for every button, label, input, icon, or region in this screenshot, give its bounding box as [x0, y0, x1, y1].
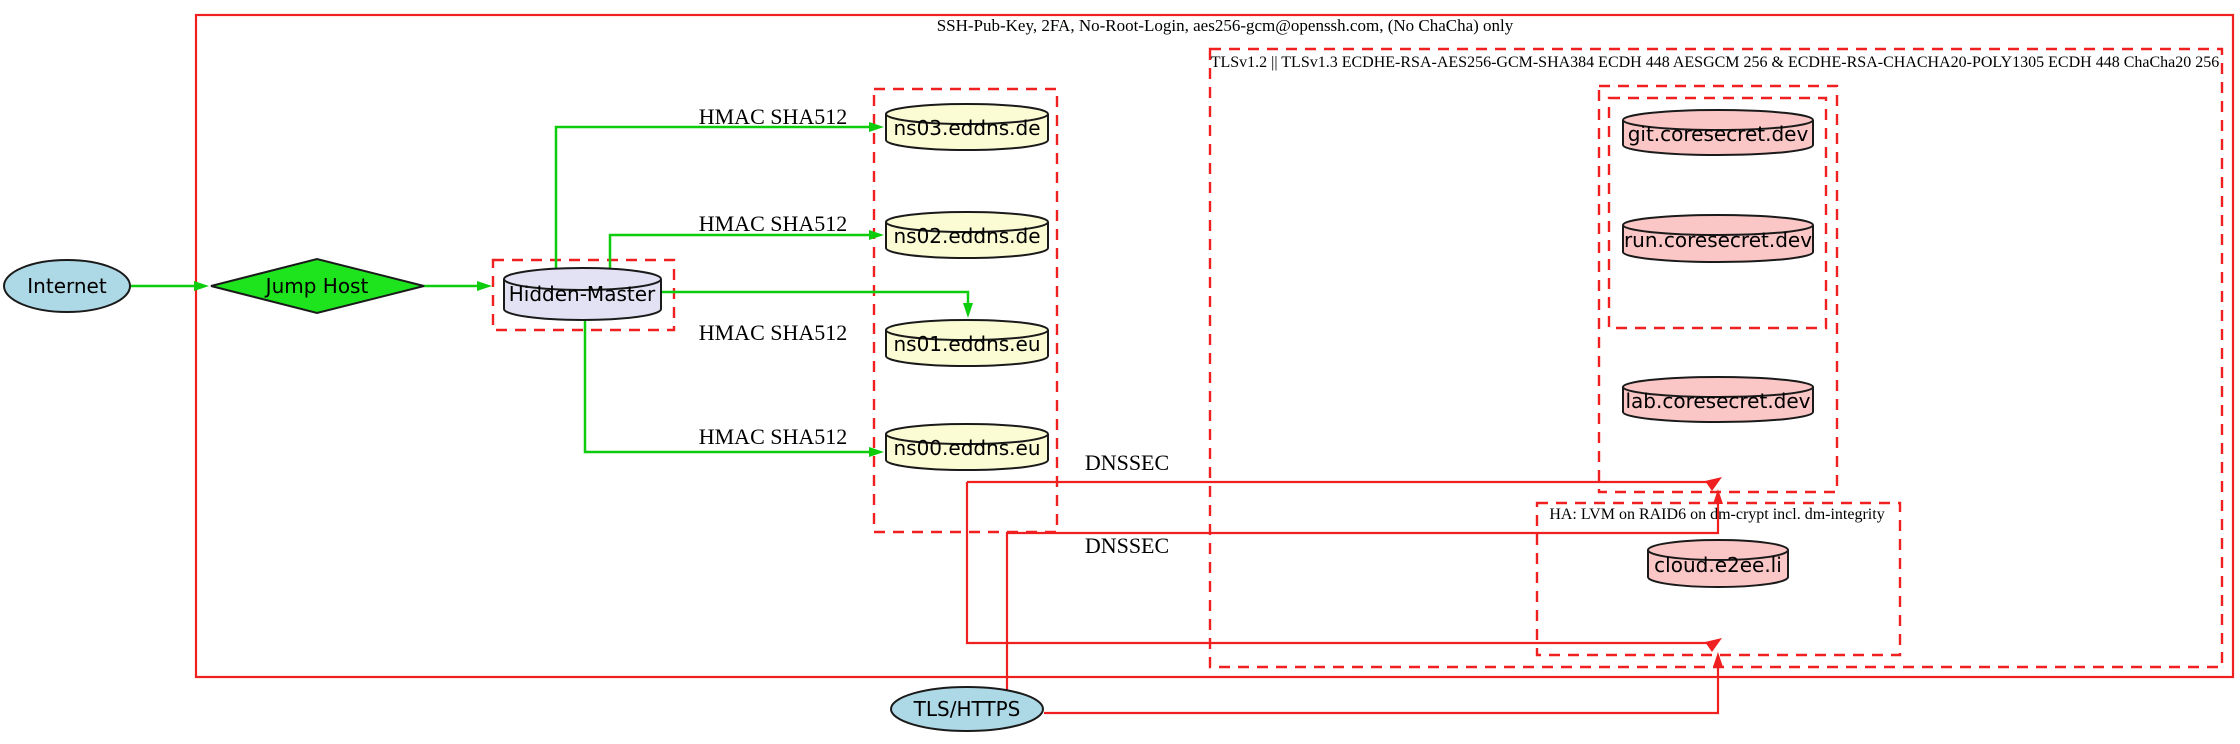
arrowhead-internet-jumphost [194, 281, 209, 291]
node-git-label: git.coresecret.dev [1628, 122, 1809, 146]
arrowhead-hiddenmaster-ns03 [869, 122, 884, 132]
node-ns00-label: ns00.eddns.eu [893, 436, 1040, 460]
arrowhead-hiddenmaster-ns02 [869, 230, 884, 240]
edge-label-hmac-ns02: HMAC SHA512 [699, 211, 848, 236]
edge-tlshttps-to-secret-cluster [1005, 502, 1720, 691]
node-lab: lab.coresecret.dev [1622, 376, 1814, 423]
red-edges: DNSSEC DNSSEC [965, 450, 1723, 715]
cluster-boxes: SSH-Pub-Key, 2FA, No-Root-Login, aes256-… [194, 13, 2235, 679]
node-jump-host: Jump Host [210, 257, 425, 315]
node-cloud: cloud.e2ee.li [1647, 539, 1789, 588]
arrowhead-hiddenmaster-ns00 [869, 447, 884, 457]
green-edges: HMAC SHA512 HMAC SHA512 HMAC SHA512 HMAC… [131, 104, 973, 457]
edge-hiddenmaster-ns01 [661, 290, 970, 304]
edge-tlshttps-to-ha-cluster [1044, 665, 1720, 715]
node-ns00: ns00.eddns.eu [885, 423, 1049, 471]
node-git: git.coresecret.dev [1622, 109, 1814, 156]
nameserver-cluster-box [872, 87, 1059, 534]
node-tls-https-label: TLS/HTTPS [913, 697, 1021, 721]
edge-label-dnssec-ha: DNSSEC [1085, 533, 1169, 558]
arrowhead-jumphost-hiddenmaster [477, 281, 492, 291]
node-internet-label: Internet [27, 274, 107, 298]
arrowhead-tlshttps-to-ha-cluster [1713, 652, 1723, 667]
arrowhead-dnssec-to-secret-cluster [1705, 477, 1722, 491]
node-run-label: run.coresecret.dev [1624, 228, 1812, 252]
hidden-master-cluster-box [491, 258, 676, 332]
edge-dnssec-to-ha-cluster [965, 482, 1709, 645]
arrowhead-tlshttps-to-secret-cluster [1713, 489, 1723, 504]
node-hidden-master-label: Hidden-Master [509, 282, 656, 306]
node-jump-host-label: Jump Host [264, 274, 369, 298]
arrowhead-hiddenmaster-ns01 [963, 303, 973, 318]
node-ns01: ns01.eddns.eu [885, 319, 1049, 367]
jump-host-diamond [210, 257, 425, 315]
node-lab-label: lab.coresecret.dev [1625, 389, 1810, 413]
edge-hiddenmaster-ns00 [583, 320, 870, 454]
node-ns03-label: ns03.eddns.de [893, 116, 1040, 140]
tls-cluster-label: TLSv1.2 || TLSv1.3 ECDHE-RSA-AES256-GCM-… [1211, 54, 2220, 71]
node-ns03: ns03.eddns.de [885, 103, 1049, 151]
node-ns02-label: ns02.eddns.de [893, 224, 1040, 248]
ssh-hardening-cluster-label: SSH-Pub-Key, 2FA, No-Root-Login, aes256-… [937, 16, 1514, 35]
node-ns01-label: ns01.eddns.eu [893, 332, 1040, 356]
edge-label-dnssec-secret: DNSSEC [1085, 450, 1169, 475]
nodes: Internet Jump Host Hidden-Master ns03.ed… [3, 103, 1814, 732]
node-tls-https: TLS/HTTPS [890, 686, 1044, 732]
node-ns02: ns02.eddns.de [885, 211, 1049, 259]
edge-label-hmac-ns00: HMAC SHA512 [699, 424, 848, 449]
edge-hiddenmaster-ns03 [554, 125, 870, 270]
edge-label-hmac-ns01: HMAC SHA512 [699, 320, 848, 345]
arrowhead-dnssec-to-ha-cluster [1705, 638, 1722, 652]
node-cloud-label: cloud.e2ee.li [1654, 553, 1782, 577]
edge-label-hmac-ns03: HMAC SHA512 [699, 104, 848, 129]
edge-hiddenmaster-ns02 [608, 233, 870, 270]
coresecret-inner-cluster-box [1607, 96, 1828, 330]
ssh-hardening-cluster-box [194, 13, 2235, 679]
node-run: run.coresecret.dev [1622, 214, 1814, 263]
node-hidden-master: Hidden-Master [503, 267, 662, 321]
node-internet: Internet [3, 259, 131, 313]
